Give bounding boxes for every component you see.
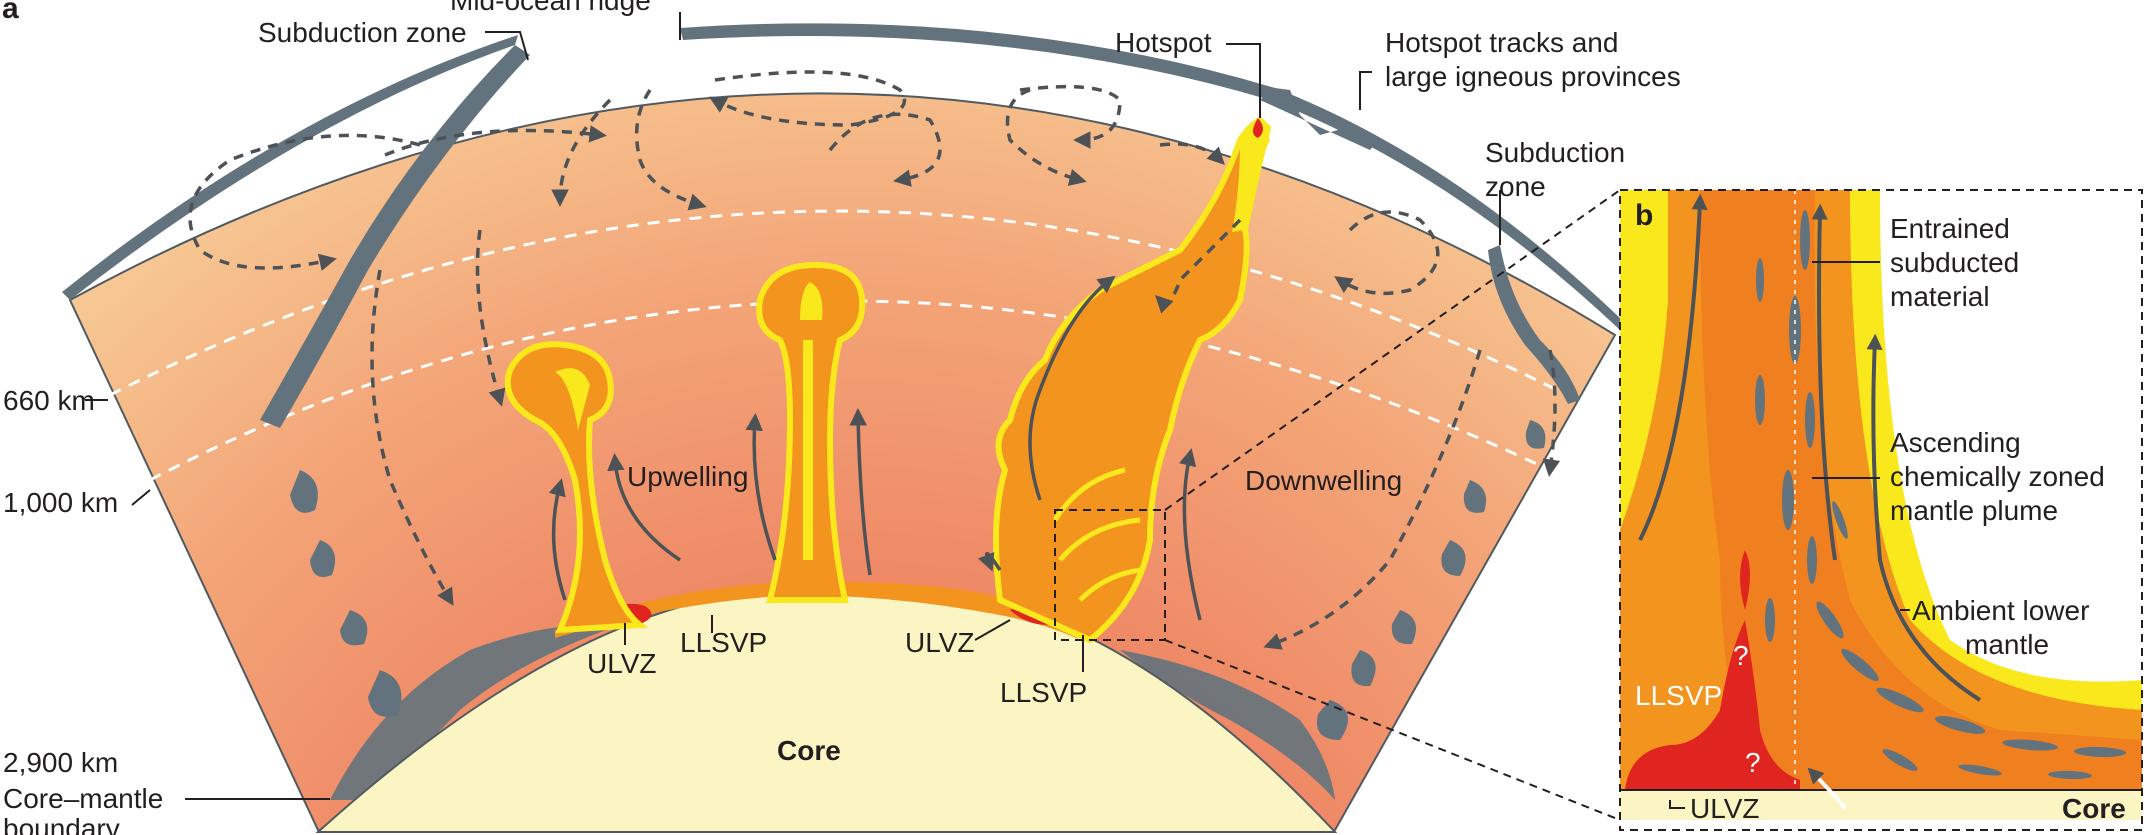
depth-2900-label: 2,900 km (3, 747, 118, 778)
plume-left (504, 341, 649, 634)
upwelling-arrows (548, 275, 1202, 621)
upwelling-label: Upwelling (627, 461, 748, 492)
panel-b-question-1: ? (1733, 640, 1749, 671)
hotspot-tracks-label-2: large igneous provinces (1385, 61, 1681, 92)
entrained-label-1: Entrained (1890, 213, 2010, 244)
ulvz-right-label: ULVZ (905, 627, 975, 658)
panel-b-core-label: Core (2062, 793, 2126, 824)
panel-a-letter: a (2, 0, 19, 25)
panel-b-ulvz-streak (1740, 550, 1750, 610)
depth-1000-label: 1,000 km (3, 487, 118, 518)
entrained-label-2: subducted (1890, 247, 2019, 278)
basal-slab-left (330, 624, 620, 800)
panel-b-arrows (1638, 193, 1982, 702)
entrained-label-3: material (1890, 281, 1990, 312)
panel-b-entrained-streaks (1755, 210, 2126, 780)
convection-cells (188, 70, 1561, 650)
volcanic-edifice (1260, 88, 1380, 150)
panel-b-leaders (1669, 261, 1910, 809)
panel-a: a (2, 0, 1681, 835)
downwelling-label: Downwelling (1245, 465, 1402, 496)
panel-b-frame (1619, 189, 2143, 831)
ambient-label-1: Ambient lower (1912, 595, 2089, 626)
depth-line-1000 (149, 299, 1621, 507)
panel-b-core (1620, 790, 2142, 820)
llsvp-left-layer (555, 581, 1080, 640)
hotspot-tracks-label-1: Hotspot tracks and (1385, 27, 1618, 58)
leader-lines (85, 12, 1501, 800)
cmb-label-2: boundary (3, 813, 120, 835)
cmb-label-1: Core–mantle (3, 783, 163, 814)
zoom-box (1054, 509, 1166, 641)
lithosphere-center (680, 23, 1275, 100)
slab-right (1488, 245, 1580, 404)
panel-b-question-2: ? (1745, 747, 1761, 778)
slab-left (260, 45, 530, 428)
subduction-zone-right-label-1: Subduction (1485, 137, 1625, 168)
panel-b-plume-core (1700, 190, 2142, 790)
panel-b-llsvp-label: LLSVP (1635, 680, 1722, 711)
panel-b: b Entrained subducted material Ascending… (1619, 189, 2143, 831)
ambient-label-2: mantle (1965, 629, 2049, 660)
ascending-label-1: Ascending (1890, 427, 2021, 458)
ascending-label-3: mantle plume (1890, 495, 2058, 526)
plume-right (993, 116, 1272, 644)
ulvz-left-label: ULVZ (587, 648, 657, 679)
depth-line-660 (109, 209, 1616, 422)
slab-right-blobs (1316, 420, 1546, 740)
slab-left-blobs (290, 470, 402, 717)
core-label: Core (777, 735, 841, 766)
depth-660-label: 660 km (3, 385, 95, 416)
plume-center (756, 261, 866, 603)
panel-b-letter: b (1635, 199, 1653, 232)
panel-b-ulvz-label: ULVZ (1690, 793, 1760, 824)
subduction-zone-right-label-2: zone (1485, 171, 1546, 202)
panel-b-ulvz-arrow (1807, 767, 1847, 810)
panel-b-ulvz (1625, 620, 1800, 790)
ascending-label-2: chemically zoned (1890, 461, 2105, 492)
zoom-lines (1164, 189, 1621, 821)
lithosphere-right (1270, 88, 1620, 330)
llsvp-left-label: LLSVP (680, 627, 767, 658)
mid-ocean-ridge-label: Mid-ocean ridge (450, 0, 651, 16)
llsvp-right-label: LLSVP (1000, 677, 1087, 708)
subduction-zone-left-label: Subduction zone (258, 17, 467, 48)
hotspot-label: Hotspot (1115, 27, 1212, 58)
